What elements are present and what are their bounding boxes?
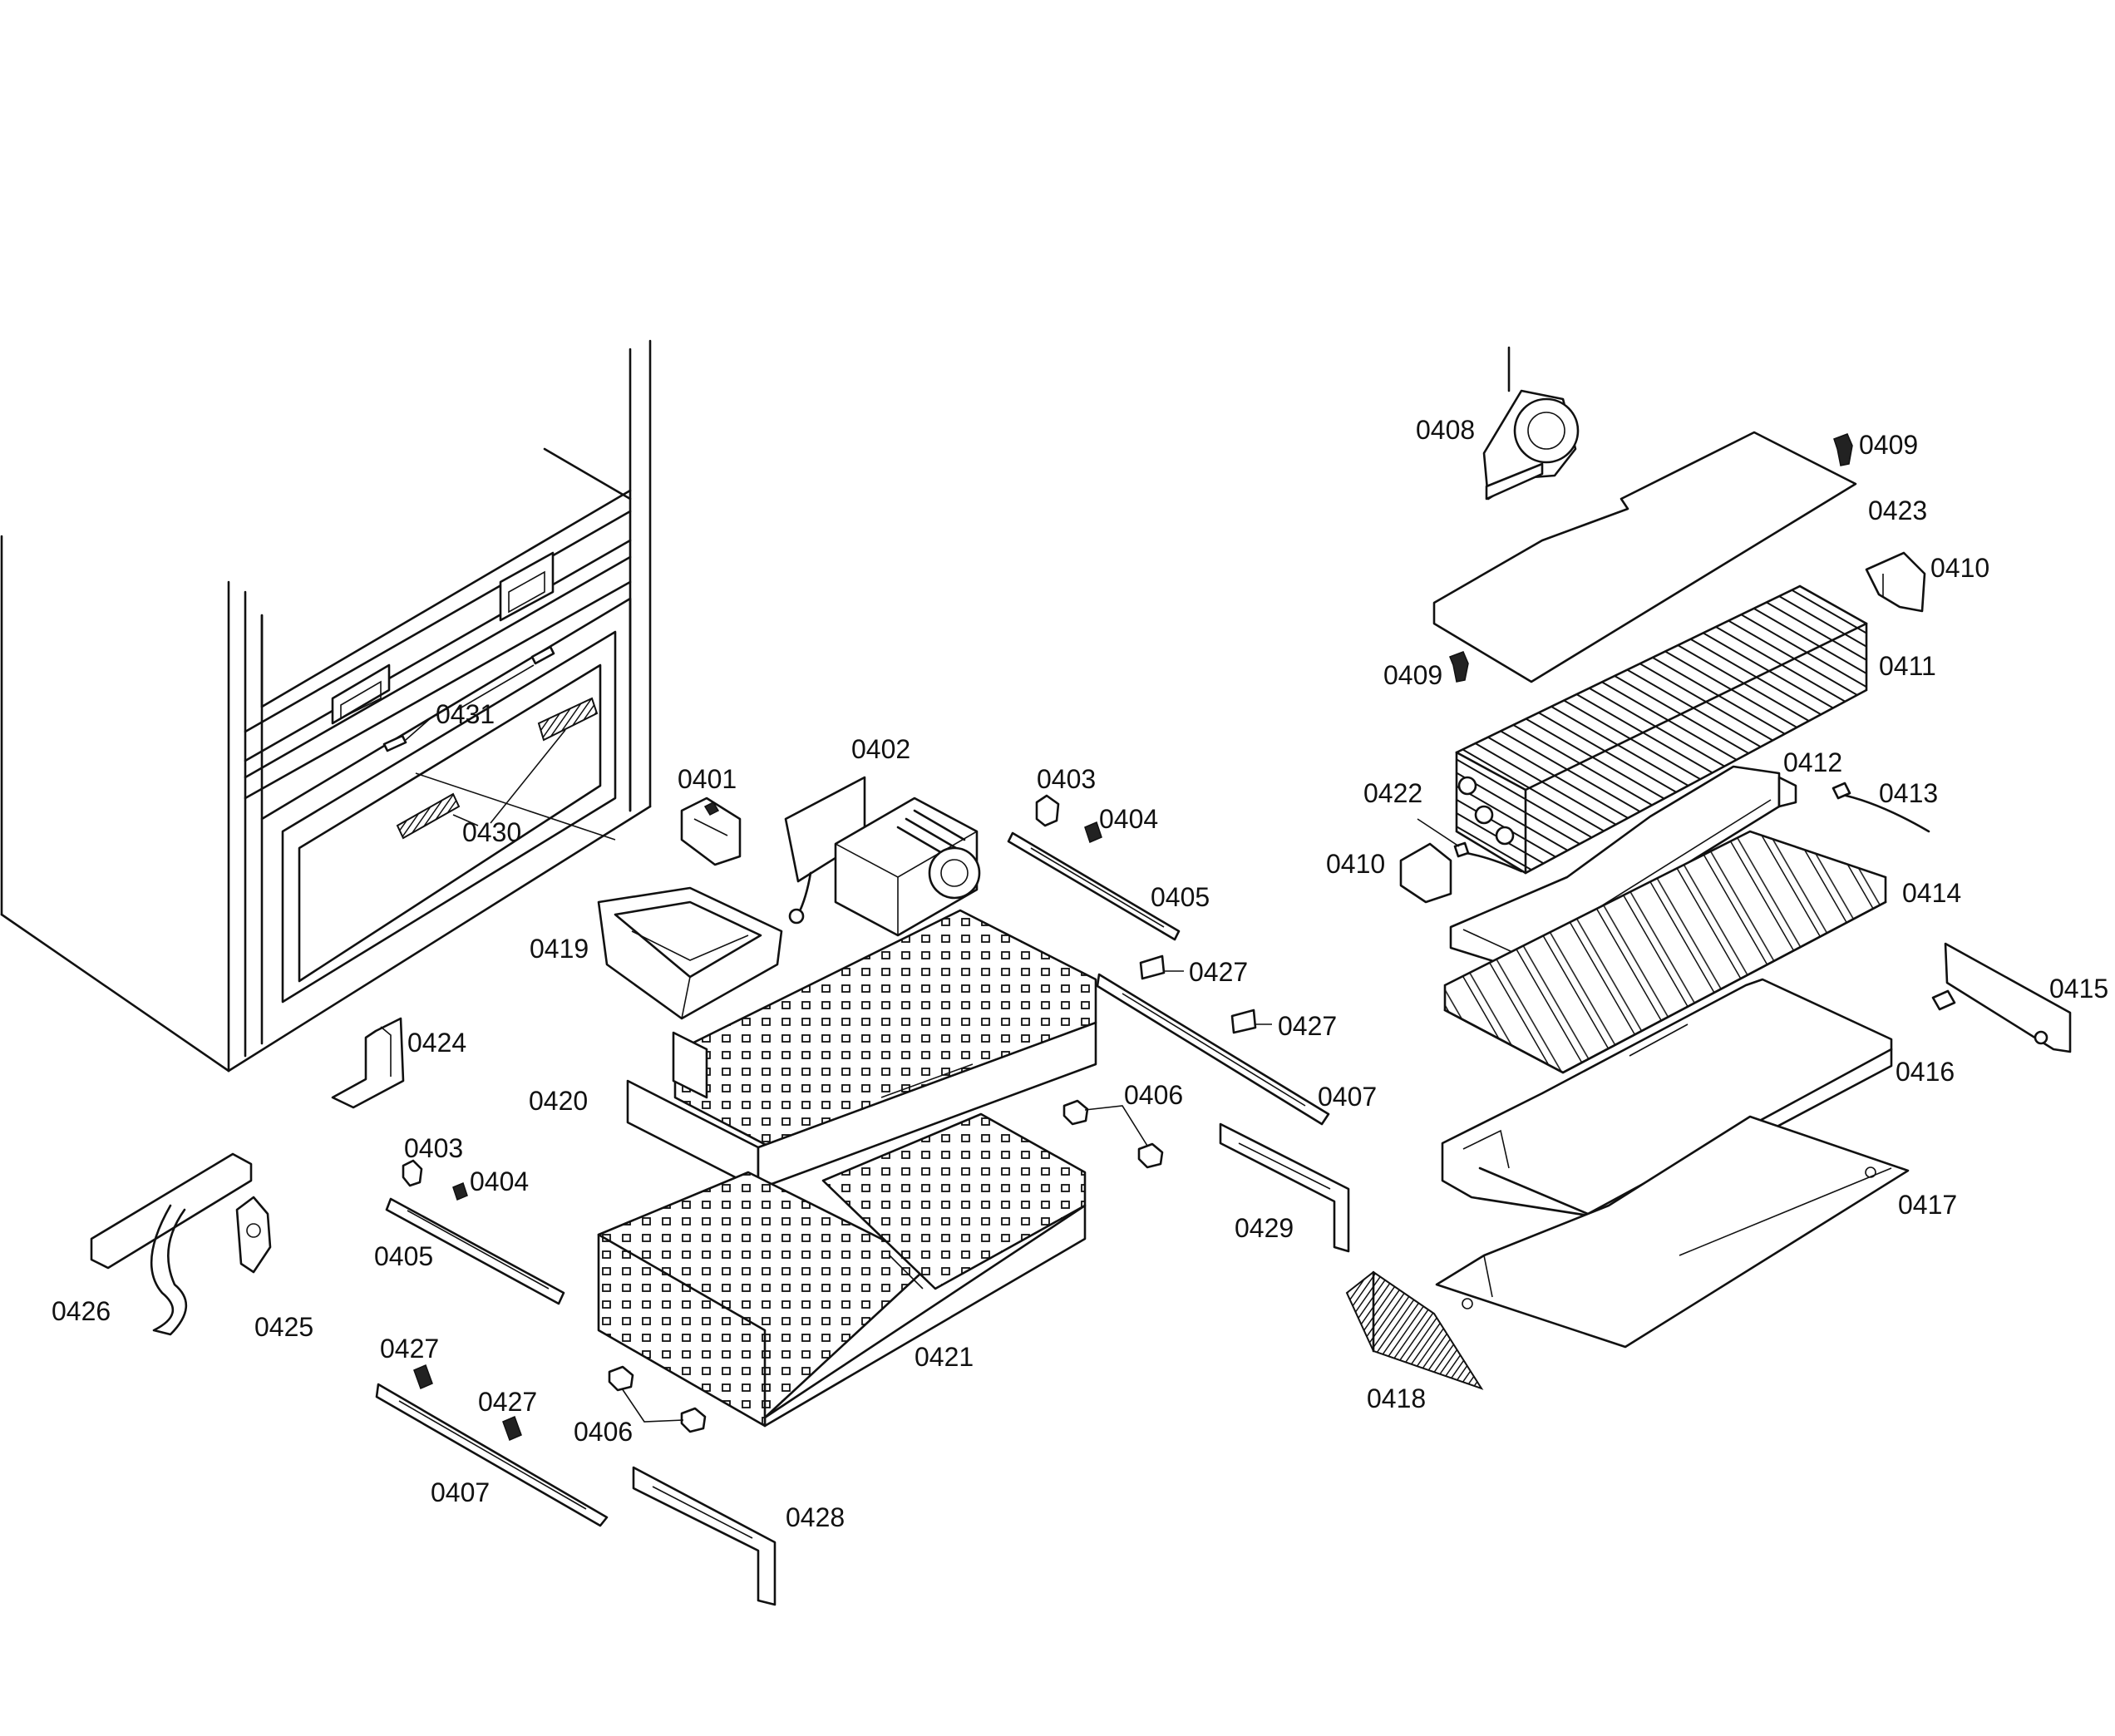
label-0404-right: 0404 xyxy=(1099,804,1158,834)
part-0419-ice-bin xyxy=(597,886,783,1020)
part-0404-clip-right xyxy=(1084,821,1102,844)
label-0429: 0429 xyxy=(1235,1213,1294,1243)
part-0405-rail-right xyxy=(1007,831,1181,941)
refrigerator-cabinet xyxy=(0,339,652,1073)
label-0426: 0426 xyxy=(52,1296,111,1326)
part-0418-air-grille xyxy=(1345,1270,1484,1390)
label-0408: 0408 xyxy=(1416,415,1475,445)
label-0414: 0414 xyxy=(1902,878,1961,908)
part-0429-cover xyxy=(1219,1122,1350,1253)
label-0418: 0418 xyxy=(1367,1383,1426,1413)
part-0406-roller-left xyxy=(608,1365,707,1433)
part-0424-bracket xyxy=(331,1017,405,1109)
label-0430: 0430 xyxy=(462,817,521,847)
label-0419: 0419 xyxy=(530,934,589,964)
part-0428-cover xyxy=(632,1466,776,1606)
part-0416-evaporator-housing xyxy=(1441,978,1893,1220)
part-0427-stop-left-a xyxy=(413,1364,433,1390)
label-0409-mid: 0409 xyxy=(1383,660,1442,690)
part-0406-roller-right xyxy=(1062,1099,1164,1169)
label-0421: 0421 xyxy=(915,1342,974,1372)
part-0403-clip-right xyxy=(1035,794,1060,827)
label-0401: 0401 xyxy=(678,764,737,794)
part-0403-clip-left xyxy=(402,1159,423,1187)
part-0409-screw-mid xyxy=(1449,651,1469,683)
screw-right xyxy=(530,645,555,665)
label-0413: 0413 xyxy=(1879,778,1938,808)
label-0420: 0420 xyxy=(529,1086,588,1116)
label-0406-left: 0406 xyxy=(574,1417,633,1447)
part-0413-sensor xyxy=(1832,782,1930,833)
part-0407-slide-right xyxy=(1096,973,1330,1126)
part-0415-bracket xyxy=(1931,942,2072,1053)
label-0425: 0425 xyxy=(254,1312,313,1342)
label-0427-left-a: 0427 xyxy=(380,1334,439,1364)
label-0410-top: 0410 xyxy=(1930,553,1989,583)
vent-grille-right xyxy=(537,697,599,742)
label-0407-left: 0407 xyxy=(431,1477,490,1507)
label-0427-left-b: 0427 xyxy=(478,1387,537,1417)
label-0403-left: 0403 xyxy=(404,1133,463,1163)
vent-grille-left xyxy=(396,792,461,840)
part-0401-bracket xyxy=(680,796,742,866)
label-0405-right: 0405 xyxy=(1151,882,1210,912)
part-0425-bracket xyxy=(235,1196,272,1274)
label-0407-right: 0407 xyxy=(1318,1082,1377,1112)
label-0422: 0422 xyxy=(1363,778,1422,808)
label-0403-right: 0403 xyxy=(1037,764,1096,794)
part-0410-clip-mid xyxy=(1399,842,1452,904)
part-0414-defrost-heater xyxy=(1443,830,1887,1074)
part-0426-plate xyxy=(90,1152,253,1336)
part-0421-lower-basket xyxy=(597,1112,1087,1428)
label-0417: 0417 xyxy=(1898,1190,1957,1220)
part-0409-screw-top xyxy=(1833,433,1853,466)
label-0410-mid: 0410 xyxy=(1326,849,1385,879)
label-0427-right-b: 0427 xyxy=(1278,1011,1337,1041)
label-0416: 0416 xyxy=(1896,1057,1955,1087)
part-0427-stop-left-b xyxy=(502,1415,522,1442)
part-0417-bottom-cover xyxy=(1435,1115,1910,1349)
label-0402: 0402 xyxy=(851,734,910,764)
label-0405-left: 0405 xyxy=(374,1241,433,1271)
label-0412: 0412 xyxy=(1783,747,1842,777)
part-0407-slide-left xyxy=(375,1383,609,1527)
label-0424: 0424 xyxy=(407,1028,466,1058)
part-labels: 0401 0402 0403 0404 0405 0427 0427 0407 … xyxy=(52,415,2108,1532)
screw-left xyxy=(382,734,407,752)
label-0428: 0428 xyxy=(786,1502,845,1532)
label-0415: 0415 xyxy=(2049,974,2108,1004)
label-0423: 0423 xyxy=(1868,496,1927,525)
part-0404-clip-left xyxy=(452,1181,468,1201)
label-0431: 0431 xyxy=(436,699,495,729)
part-0405-rail-left xyxy=(385,1197,565,1305)
part-0402-icemaker xyxy=(784,776,981,937)
label-0411: 0411 xyxy=(1879,651,1936,681)
label-0404-left: 0404 xyxy=(470,1166,529,1196)
label-0409-top: 0409 xyxy=(1859,430,1918,460)
label-0427-right-a: 0427 xyxy=(1189,957,1248,987)
part-0410-clip-top xyxy=(1865,551,1926,613)
label-0406-right: 0406 xyxy=(1124,1080,1183,1110)
part-0408-fan-motor xyxy=(1482,346,1580,501)
part-0423-evaporator-cover xyxy=(1432,431,1857,683)
part-0427-stop-right-b xyxy=(1230,1009,1257,1034)
part-0411-evaporator-coil xyxy=(1455,584,1868,875)
part-0427-stop-right-a xyxy=(1139,954,1166,980)
